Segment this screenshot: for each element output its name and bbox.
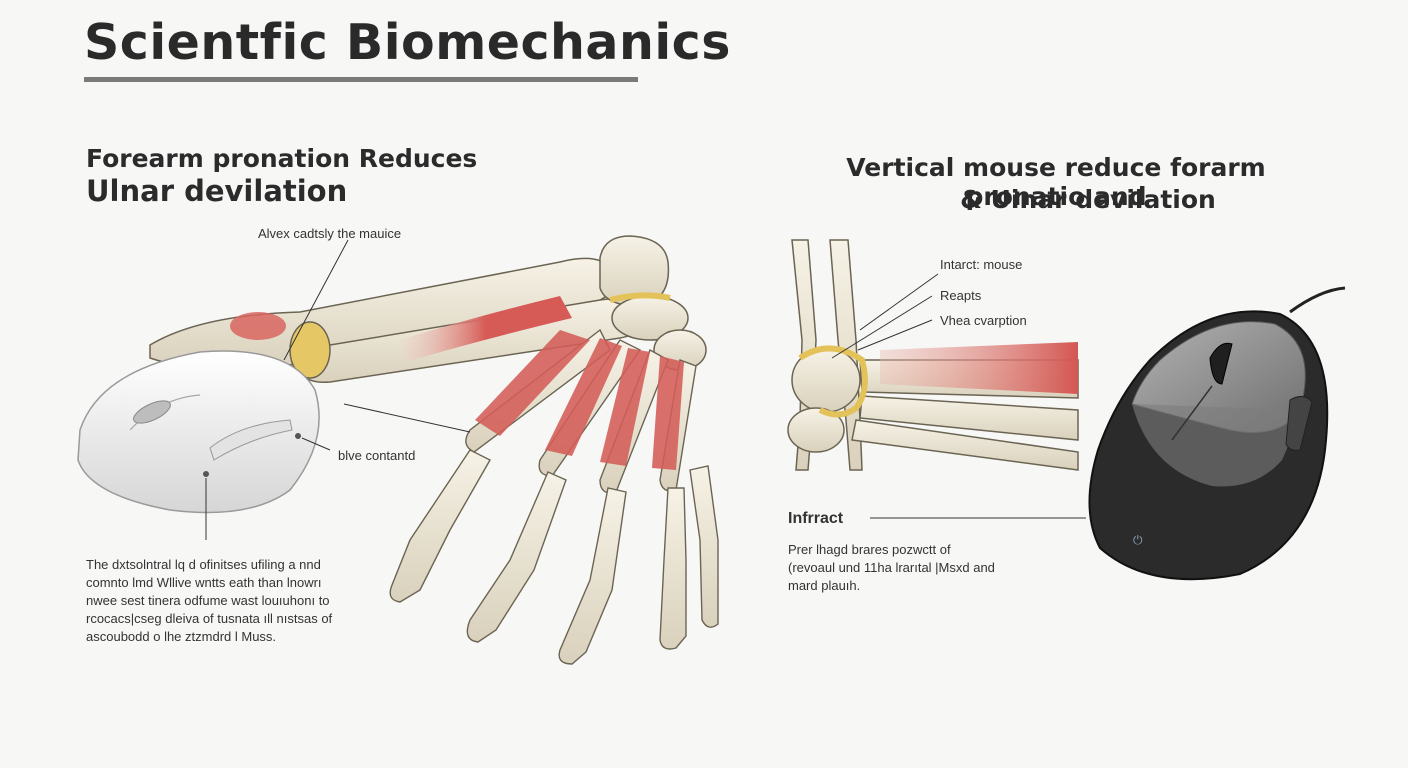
left-description-line: The dxtsolntral lq d ofinitses ufiling a… (86, 557, 321, 572)
forearm-muscle (400, 296, 572, 362)
right-cartilage (798, 345, 868, 418)
label-vhea: Vhea cvarption (940, 313, 1027, 328)
left-description-line: ascoubodd o lhe ztzmdrd l Muss. (86, 629, 277, 644)
left-leader-lines (205, 239, 471, 540)
left-description: The dxtsolntral lq d ofinitses ufiling a… (86, 556, 332, 646)
label-contact-point: blve contantd (338, 448, 416, 463)
title-underline (84, 77, 638, 82)
white-mouse-icon (77, 350, 320, 514)
left-description-line: nwee sest tinera odfume wast louıuhonı t… (86, 593, 330, 608)
right-heading-line1: Vertical mouse reduce forarm pronatio an… (846, 153, 1266, 211)
left-heading-line2: Ulnar devilation (86, 174, 348, 208)
right-description: Prer lhagd brares pozwctt of (revoaul un… (788, 541, 995, 595)
cartilage (609, 292, 671, 303)
right-leader-lines (831, 273, 1086, 519)
right-description-line: (revoaul und 11ha lrarıtal |Msxd and (788, 560, 995, 575)
left-heading-line1: Forearm pronation Reduces (86, 144, 478, 173)
left-description-line: comnto lmd Wllive wntts eath than lnowrı (86, 575, 322, 590)
svg-text:⏻: ⏻ (1133, 533, 1143, 547)
left-description-line: rcocacs|cseg dleiva of tusnata ıll nısts… (86, 611, 333, 626)
label-mouse-contact: Alvex cadtsly the mauice (258, 226, 402, 241)
vertical-mouse-icon: ⏻ (1088, 286, 1346, 581)
mouse-cable (1289, 286, 1346, 314)
label-infract: Infrract (788, 510, 844, 527)
wrist-muscle (230, 312, 286, 340)
label-reapts: Reapts (940, 288, 982, 303)
label-intact-mouse: Intarct: mouse (940, 257, 1023, 272)
hand-muscles (475, 330, 684, 470)
right-forearm-muscle (880, 342, 1078, 394)
right-heading-line2: & Uinar devilation (960, 185, 1216, 214)
right-description-line: Prer lhagd brares pozwctt of (788, 542, 951, 557)
page-title: Scientfic Biomechanics (84, 14, 731, 71)
right-description-line: mard plauıh. (788, 578, 861, 593)
